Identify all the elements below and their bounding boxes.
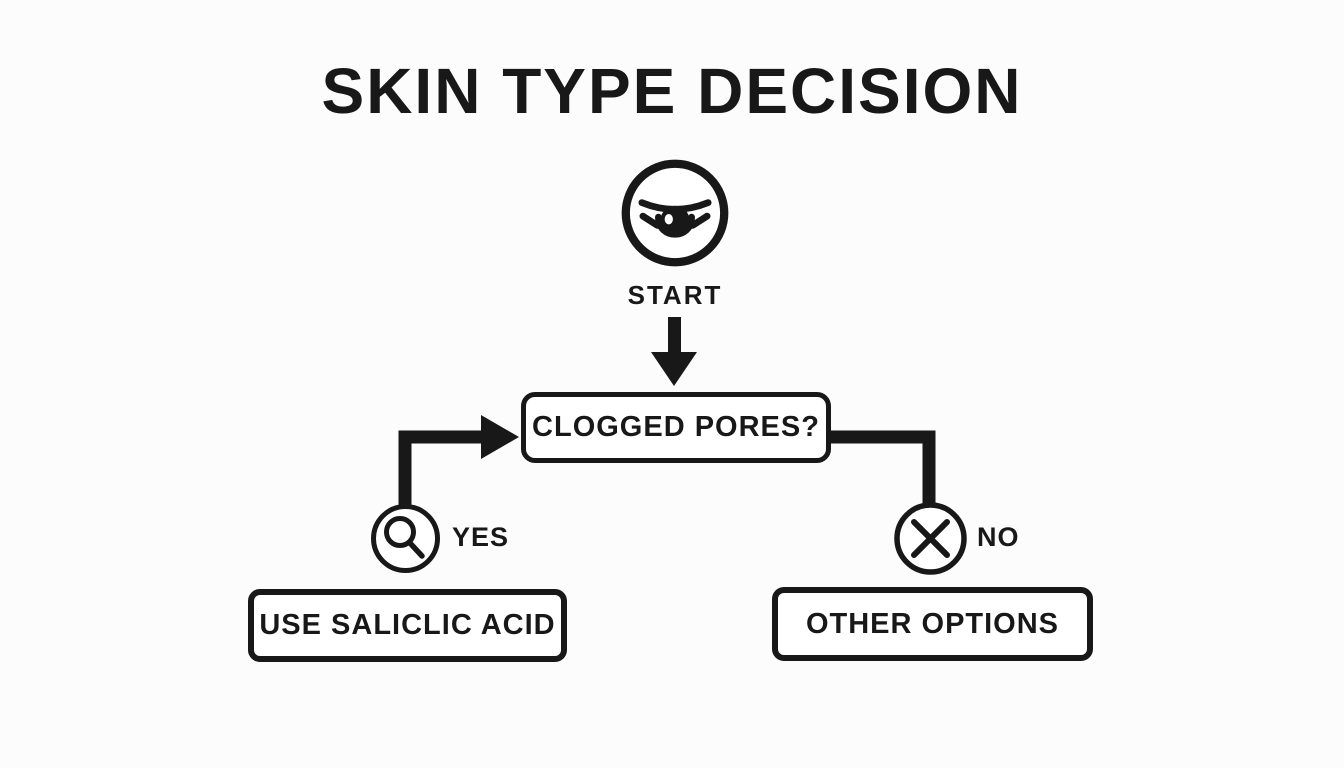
magnifier-icon xyxy=(371,504,440,573)
result-node-other-options-label: OTHER OPTIONS xyxy=(805,607,1060,640)
no-branch-label: NO xyxy=(977,522,1020,552)
result-node-other-options: OTHER OPTIONS xyxy=(772,587,1093,661)
decision-node-clogged-pores: CLOGGED PORES? xyxy=(521,392,831,463)
no-connector-line xyxy=(831,430,936,503)
yes-branch-label: YES xyxy=(452,522,510,552)
eye-icon xyxy=(621,159,729,267)
page-title: SKIN TYPE DECISION xyxy=(321,55,1023,127)
yes-connector-arrow xyxy=(398,415,519,505)
result-node-salicylic-label: USE SALICLIC ACID xyxy=(259,609,556,641)
start-to-decision-arrow xyxy=(651,317,697,386)
decision-node-label: CLOGGED PORES? xyxy=(532,411,820,443)
start-node-label: START xyxy=(627,280,723,310)
x-icon xyxy=(894,502,967,575)
result-node-salicylic: USE SALICLIC ACID xyxy=(248,589,567,662)
